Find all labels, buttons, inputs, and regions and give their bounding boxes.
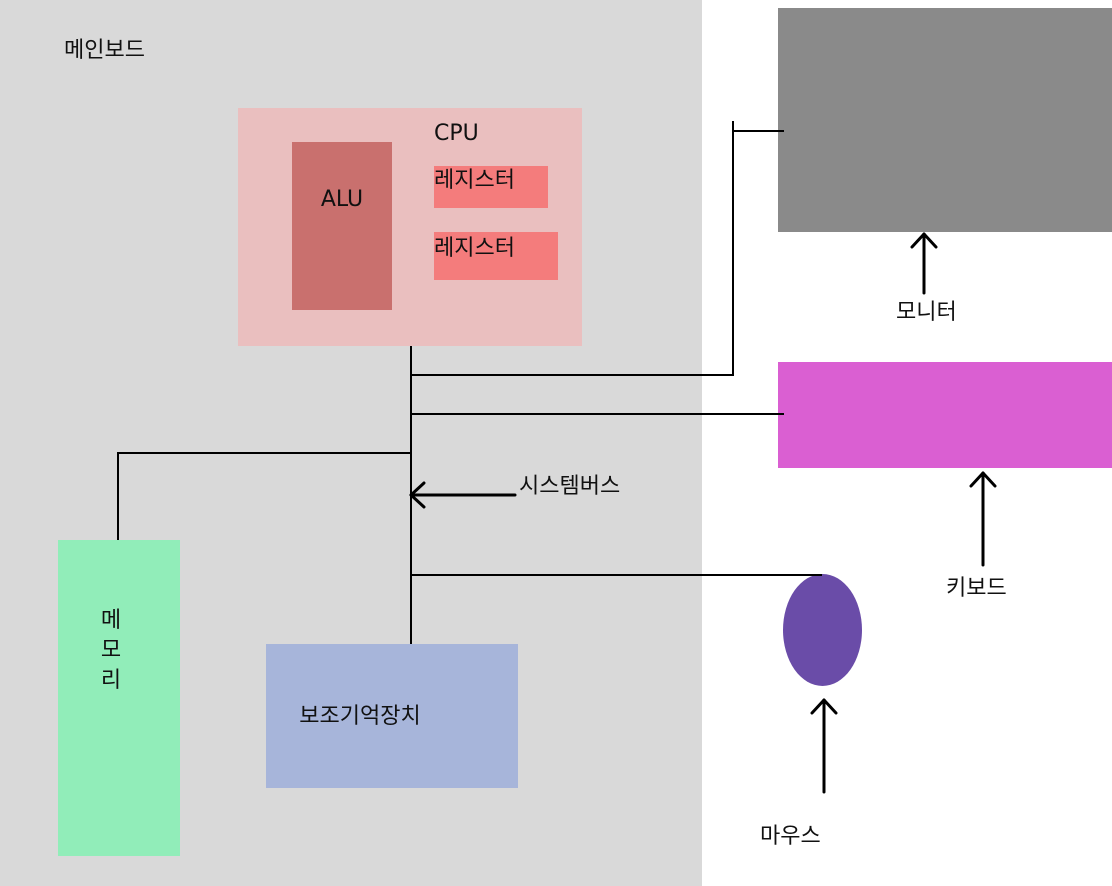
mouse-ellipse <box>783 574 862 686</box>
register-box-1 <box>434 166 548 208</box>
mouse-arrow-head <box>810 698 838 715</box>
monitor-box <box>778 8 1112 232</box>
memory-label-char-1: 메 <box>100 608 122 633</box>
wire-memory <box>117 452 411 540</box>
register-box-2 <box>434 232 558 280</box>
secondary-storage-label: 보조기억장치 <box>299 704 421 729</box>
memory-label: 메 모 리 <box>58 606 164 696</box>
keyboard-box <box>778 362 1112 468</box>
cpu-label: CPU <box>434 121 479 146</box>
mouse-label: 마우스 <box>760 824 821 849</box>
alu-box <box>292 142 392 310</box>
keyboard-label: 키보드 <box>946 576 1007 601</box>
bus-lines <box>117 121 822 644</box>
arrows <box>409 232 997 794</box>
monitor-label: 모니터 <box>896 300 957 325</box>
keyboard-arrow-head <box>969 471 997 488</box>
secondary-storage-box <box>266 644 518 788</box>
mainboard-label: 메인보드 <box>64 38 145 63</box>
memory-label-char-2: 모 <box>100 638 122 663</box>
monitor-arrow-head <box>910 232 938 249</box>
wire-monitor <box>411 130 784 376</box>
memory-label-char-3: 리 <box>100 668 122 693</box>
register-label-2: 레지스터 <box>434 236 515 261</box>
memory-box <box>58 540 180 856</box>
alu-label: ALU <box>320 187 364 212</box>
register-label-1: 레지스터 <box>434 168 515 193</box>
system-bus-label: 시스템버스 <box>519 474 621 499</box>
system-bus-arrow-head <box>409 481 426 509</box>
